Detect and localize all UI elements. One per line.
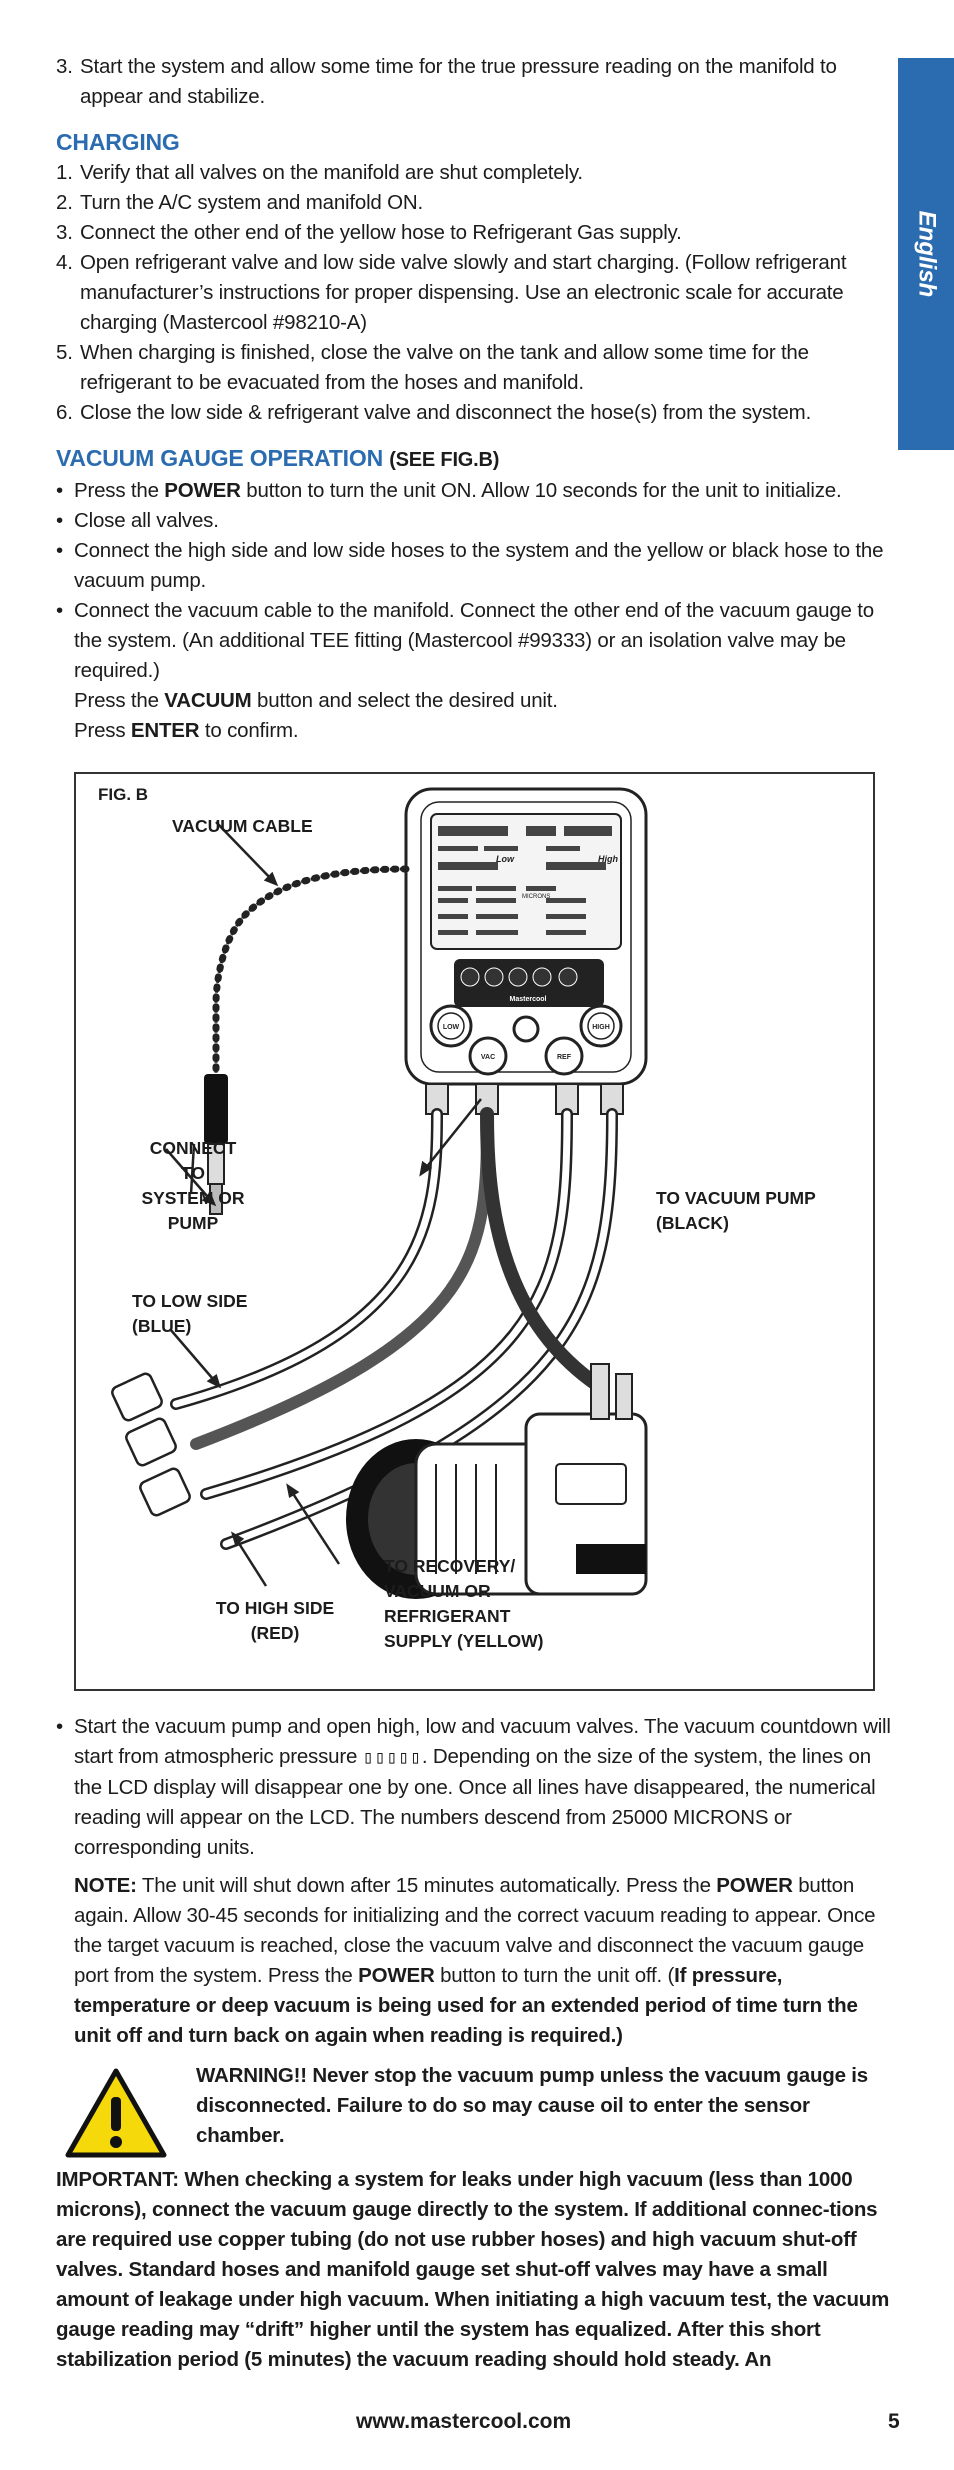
charging-step: 1.Verify that all valves on the manifold…	[56, 161, 583, 184]
hose-end-fittings	[111, 1372, 191, 1517]
language-tab-label: English	[913, 210, 941, 298]
vacuum-bullet: Connect the high side and low side hoses…	[56, 536, 896, 596]
low-side-label: TO LOW SIDE(BLUE)	[132, 1291, 248, 1336]
vacuum-cable	[214, 867, 407, 1074]
note-paragraph: NOTE: The unit will shut down after 15 m…	[74, 1874, 876, 2047]
warning-callout: WARNING!! Never stop the vacuum pump unl…	[56, 2061, 896, 2158]
instructions-bottom: Start the vacuum pump and open high, low…	[56, 1712, 896, 2375]
figure-b: Low High MICRONS Mastercool	[74, 772, 875, 1691]
warning-triangle-icon	[65, 2068, 167, 2158]
figure-label: FIG. B	[98, 785, 149, 804]
page-number: 5	[888, 2410, 900, 2433]
vacuum-cable-label: VACUUM CABLE	[172, 816, 313, 836]
vacuum-pump-illustration	[346, 1363, 648, 1599]
footer-url[interactable]: www.mastercool.com	[356, 2410, 572, 2433]
charging-step: 5.When charging is finished, close the v…	[56, 341, 809, 394]
vacuum-bullet: Press the POWER button to turn the unit …	[56, 476, 896, 506]
charging-step: 4.Open refrigerant valve and low side va…	[56, 251, 847, 334]
charging-step: 6.Close the low side & refrigerant valve…	[56, 401, 812, 424]
low-knob-label: LOW	[443, 1024, 460, 1031]
instructions-top: 3. Start the system and allow some time …	[56, 52, 896, 746]
label-leaders	[165, 821, 482, 1207]
charging-heading: CHARGING	[56, 129, 180, 155]
charging-steps: 1.Verify that all valves on the manifold…	[56, 158, 896, 428]
language-tab[interactable]: English	[898, 58, 954, 450]
ref-knob-label: REF	[557, 1054, 572, 1061]
important-paragraph: IMPORTANT: When checking a system for le…	[56, 2168, 890, 2371]
vac-knob-label: VAC	[481, 1054, 495, 1061]
valve-knobs	[429, 1004, 623, 1076]
intro-step: 3. Start the system and allow some time …	[56, 55, 837, 108]
charging-step: 2.Turn the A/C system and manifold ON.	[56, 191, 423, 214]
black-vacuum-hose	[480, 1107, 603, 1391]
high-side-label: TO HIGH SIDE(RED)	[215, 1598, 335, 1643]
charging-step: 3.Connect the other end of the yellow ho…	[56, 221, 682, 244]
brand-text: Mastercool	[510, 996, 547, 1003]
manifold-diagram: Low High MICRONS Mastercool	[111, 787, 648, 1599]
warning-text: WARNING!! Never stop the vacuum pump unl…	[196, 2064, 868, 2147]
vacuum-heading: VACUUM GAUGE OPERATION (SEE FIG.B)	[56, 445, 500, 471]
vacuum-countdown-bullet: Start the vacuum pump and open high, low…	[56, 1712, 896, 1863]
vacuum-bullet: Connect the vacuum cable to the manifold…	[56, 596, 896, 686]
digital-manifold-illustration: Low High MICRONS Mastercool	[404, 787, 648, 1115]
vacuum-substep: Press ENTER to confirm.	[74, 719, 299, 742]
lcd-dashes-icon: ▯▯▯▯▯	[362, 1747, 422, 1768]
lcd-low-text: Low	[496, 854, 515, 864]
vacuum-pump-label: TO VACUUM PUMP(BLACK)	[656, 1188, 816, 1233]
lcd-high-text: High	[598, 854, 618, 864]
lcd-microns-text: MICRONS	[522, 894, 550, 900]
vacuum-bullet: Close all valves.	[56, 506, 896, 536]
vacuum-substep: Press the VACUUM button and select the d…	[74, 689, 558, 712]
high-knob-label: HIGH	[592, 1024, 610, 1031]
